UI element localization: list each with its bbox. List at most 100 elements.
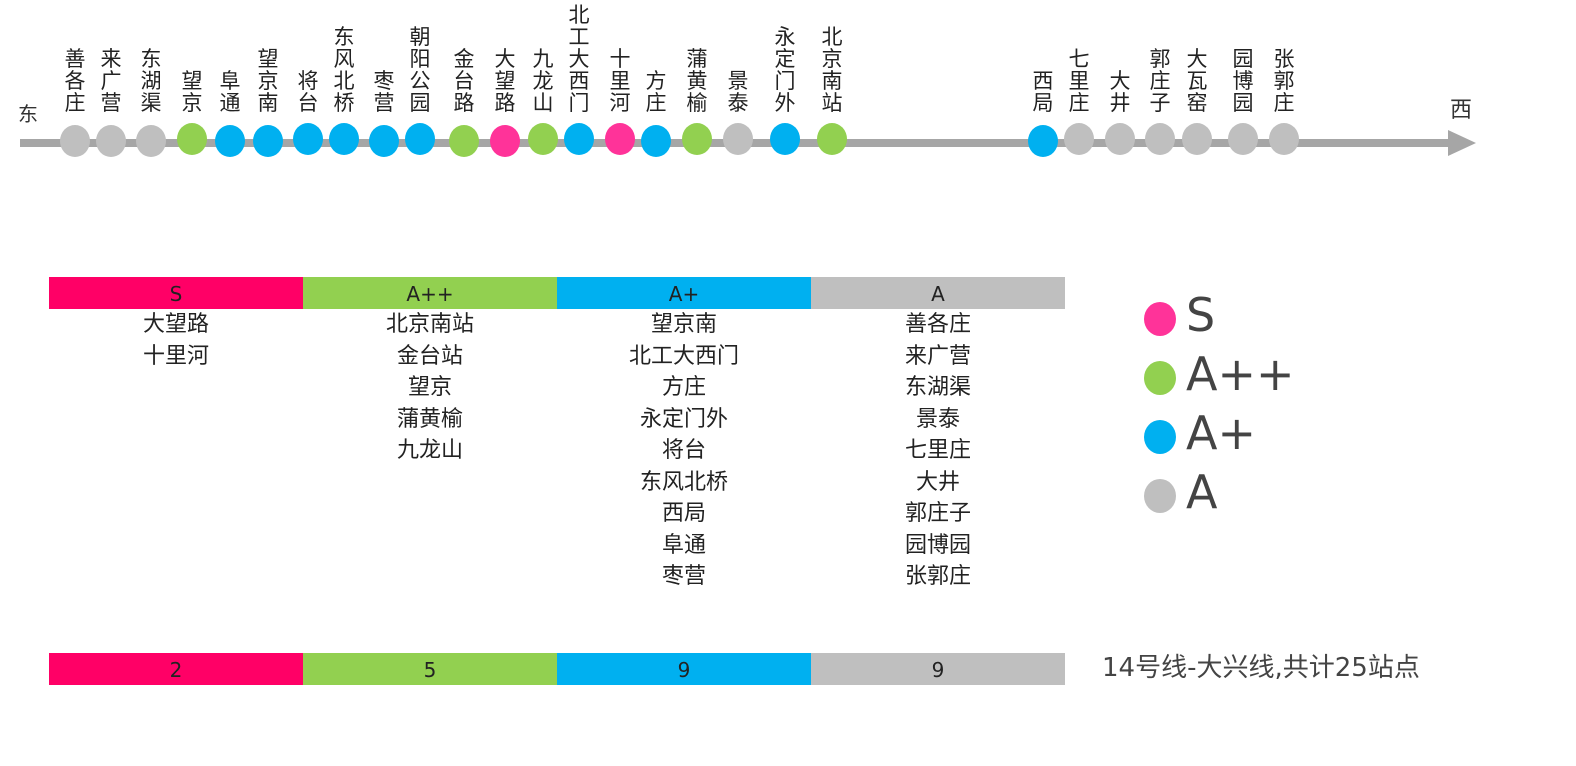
station-dot (136, 125, 166, 157)
grade-list-station: 望京 (407, 375, 452, 400)
station-label: 来广营 (100, 47, 122, 115)
grade-list-station: 郭庄子 (904, 501, 971, 526)
station-label: 方庄 (645, 69, 667, 115)
grade-list-a1: 望京南北工大西门方庄永定门外将台东风北桥西局阜通枣营 (557, 309, 811, 593)
legend-dot-a1 (1144, 420, 1176, 454)
station-dot (1228, 123, 1258, 155)
grade-list-station: 张郭庄 (904, 564, 971, 589)
grade-list-station: 七里庄 (904, 438, 971, 463)
grade-list-station: 大望路 (142, 312, 209, 337)
station-label: 善各庄 (64, 47, 86, 115)
station-dot (490, 125, 520, 157)
station-label: 金台路 (453, 47, 475, 115)
station-label: 朝阳公园 (409, 25, 431, 115)
grade-list-station: 将台 (661, 438, 706, 463)
grade-header-a: A (811, 277, 1065, 309)
grade-list-station: 园博园 (904, 532, 971, 558)
station-label: 景泰 (727, 69, 749, 115)
legend-dot-s (1144, 302, 1176, 336)
station-label: 北工大西门 (568, 3, 590, 115)
station-dot (405, 123, 435, 155)
grade-list-station: 大井 (915, 469, 960, 495)
grade-list-station: 方庄 (661, 375, 706, 400)
legend-dot-a (1144, 479, 1176, 513)
station-label: 永定门外 (774, 25, 796, 115)
legend-label-a2: A++ (1186, 347, 1295, 401)
legend-label-a1: A+ (1186, 406, 1257, 460)
grade-count-a2: 5 (303, 653, 557, 685)
station-label: 望京 (181, 69, 203, 115)
grade-list-s: 大望路十里河 (49, 309, 303, 372)
station-dot (1028, 125, 1058, 157)
west-direction-label: 西 (1450, 98, 1473, 123)
station-dot (528, 123, 558, 155)
east-direction-label: 东 (18, 102, 38, 126)
station-label: 十里河 (609, 47, 631, 115)
station-label: 大井 (1109, 69, 1131, 115)
station-label: 七里庄 (1068, 47, 1090, 115)
grade-count-s: 2 (49, 653, 303, 685)
grade-list-station: 来广营 (904, 343, 971, 369)
grade-list-station: 十里河 (142, 343, 209, 369)
grade-list-station: 东风北桥 (639, 469, 728, 495)
station-label: 西局 (1032, 69, 1054, 115)
station-label: 阜通 (219, 69, 241, 115)
line-summary: 14号线-大兴线,共计25站点 (1102, 653, 1420, 683)
station-label: 东风北桥 (333, 25, 355, 115)
station-label: 蒲黄榆 (686, 47, 708, 115)
legend-dot-a2 (1144, 361, 1176, 395)
grade-list-station: 阜通 (661, 532, 706, 558)
grade-list-station: 西局 (661, 501, 706, 526)
grade-header-a1: A+ (557, 277, 811, 309)
station-dot (215, 125, 245, 157)
grade-count-a1: 9 (557, 653, 811, 685)
station-dot (253, 125, 283, 157)
grade-list-station: 东湖渠 (904, 375, 971, 400)
station-dot (60, 125, 90, 157)
legend-label-s: S (1186, 288, 1216, 342)
grade-list-station: 永定门外 (639, 406, 728, 432)
station-dot (293, 123, 323, 155)
station-dot (329, 123, 359, 155)
station-label: 园博园 (1232, 47, 1254, 115)
station-dot (1064, 123, 1094, 155)
station-dot (369, 125, 399, 157)
station-label: 大望路 (494, 47, 516, 115)
station-dot (564, 123, 594, 155)
grade-list-station: 景泰 (915, 406, 960, 432)
station-dot (605, 123, 635, 155)
grade-list-station: 金台站 (396, 343, 463, 369)
station-dot (723, 123, 753, 155)
station-dot (770, 123, 800, 155)
grade-header-a2: A++ (303, 277, 557, 309)
station-label: 九龙山 (532, 47, 554, 115)
grade-list-station: 蒲黄榆 (396, 406, 463, 432)
grade-count-a: 9 (811, 653, 1065, 685)
station-label: 大瓦窑 (1186, 47, 1208, 115)
station-label: 枣营 (373, 69, 395, 115)
route-arrow (1448, 130, 1476, 156)
station-dot (177, 123, 207, 155)
grade-list-station: 枣营 (661, 564, 706, 589)
station-label: 望京南 (257, 47, 279, 115)
grade-header-s: S (49, 277, 303, 309)
grade-list-station: 北京南站 (385, 312, 474, 337)
station-dot (449, 125, 479, 157)
station-dot (1269, 123, 1299, 155)
station-dot (1105, 123, 1135, 155)
station-label: 郭庄子 (1149, 47, 1171, 115)
grade-header-band: S A++ A+ A (49, 277, 1065, 309)
station-dot (96, 125, 126, 157)
grade-list-a2: 北京南站金台站望京蒲黄榆九龙山 (303, 309, 557, 467)
station-label: 张郭庄 (1273, 47, 1295, 115)
station-dot (682, 123, 712, 155)
grade-count-band: 2 5 9 9 (49, 653, 1065, 685)
station-dot (817, 123, 847, 155)
station-dot (1145, 123, 1175, 155)
station-label: 将台 (297, 69, 319, 115)
grade-list-a: 善各庄来广营东湖渠景泰七里庄大井郭庄子园博园张郭庄 (811, 309, 1065, 593)
legend-label-a: A (1186, 465, 1218, 519)
grade-list-station: 善各庄 (904, 312, 971, 337)
grade-list-station: 望京南 (650, 312, 717, 337)
grade-list-station: 北工大西门 (628, 343, 739, 369)
